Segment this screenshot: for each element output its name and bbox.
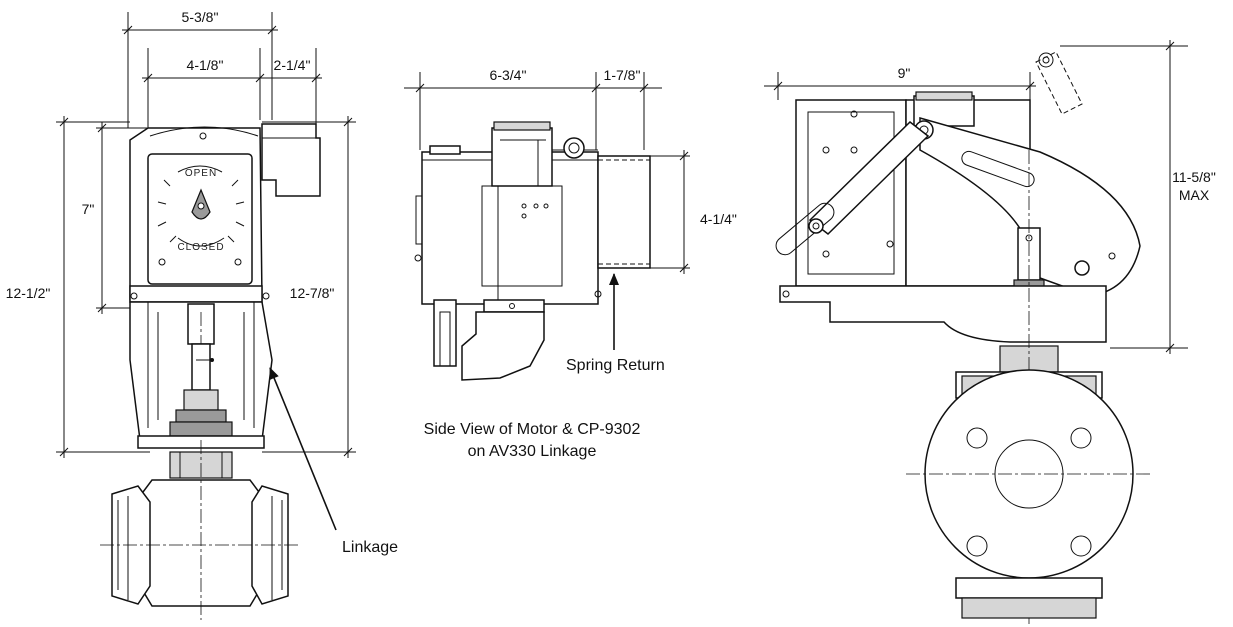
spring-return-housing bbox=[597, 155, 651, 269]
linkage-arrow bbox=[269, 367, 337, 531]
body-width-label: 4-1/8" bbox=[187, 57, 224, 73]
linkage-height-label: 12-7/8" bbox=[290, 285, 335, 301]
dial-ticks bbox=[157, 179, 245, 243]
spring-height-label: 4-1/4" bbox=[700, 211, 737, 227]
side-view-caption-line2: on AV330 Linkage bbox=[468, 443, 597, 460]
dimension-spring-height: 4-1/4" bbox=[650, 150, 737, 274]
motor-height-label: 7" bbox=[82, 201, 95, 217]
right-base-bracket bbox=[779, 285, 1107, 343]
spring-length-label: 1-7/8" bbox=[604, 67, 641, 83]
dimension-spring-length: 1-7/8" bbox=[590, 67, 662, 150]
front-view: 5-3/8" 4-1/8" 2-1/4" 7" bbox=[6, 9, 398, 620]
dial-closed-label: CLOSED bbox=[177, 242, 224, 253]
connecting-rod bbox=[808, 121, 930, 235]
box-width-label: 2-1/4" bbox=[274, 57, 311, 73]
lever-phantom bbox=[1035, 51, 1083, 115]
right-view: 9" 11-5/8" MAX bbox=[764, 40, 1216, 626]
dimension-box-width: 2-1/4" bbox=[254, 48, 322, 128]
dimension-right-width: 9" bbox=[764, 65, 1036, 100]
linkage-callout: Linkage bbox=[342, 539, 398, 556]
junction-box bbox=[261, 123, 321, 197]
overall-height-label: 12-1/2" bbox=[6, 285, 51, 301]
side-view-caption-line1: Side View of Motor & CP-9302 bbox=[424, 421, 641, 438]
side-bracket bbox=[461, 311, 545, 381]
right-width-label: 9" bbox=[898, 65, 911, 81]
spring-return-callout: Spring Return bbox=[566, 357, 665, 374]
dial-open-label: OPEN bbox=[185, 168, 217, 179]
dimension-overall-width: 5-3/8" bbox=[122, 9, 278, 128]
dimension-right-height: 11-5/8" MAX bbox=[1060, 40, 1216, 354]
dimension-linkage-height: 12-7/8" bbox=[262, 116, 356, 458]
right-height-note: MAX bbox=[1179, 187, 1210, 203]
linkage-arm bbox=[919, 117, 1141, 297]
overall-width-label: 5-3/8" bbox=[182, 9, 219, 25]
side-view: 6-3/4" 1-7/8" 4-1/4" bbox=[404, 67, 737, 460]
right-height-label: 11-5/8" bbox=[1172, 169, 1216, 185]
terminal-cover bbox=[491, 127, 553, 187]
dimension-body-width: 4-1/8" bbox=[142, 48, 266, 128]
dimension-overall-height: 12-1/2" bbox=[6, 116, 150, 458]
dimension-body-length: 6-3/4" bbox=[404, 67, 602, 150]
body-length-label: 6-3/4" bbox=[490, 67, 527, 83]
